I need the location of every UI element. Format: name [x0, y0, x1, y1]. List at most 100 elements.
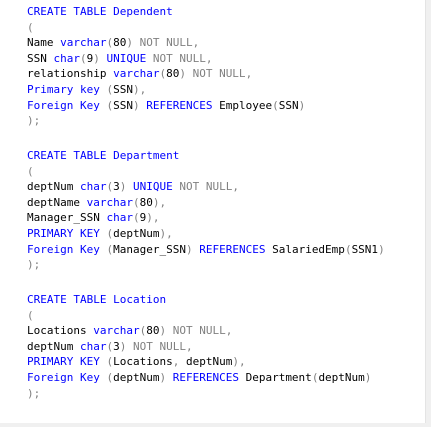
code-token: deptNum	[318, 370, 365, 384]
code-token: varchar	[113, 67, 160, 81]
code-line: (	[27, 164, 385, 180]
code-token: )	[126, 36, 133, 50]
vertical-scrollbar[interactable]	[425, 0, 431, 427]
code-line: CREATE TABLE Department	[27, 148, 385, 164]
code-token: char	[106, 211, 133, 225]
code-token: (	[106, 82, 114, 96]
code-token: )	[132, 98, 140, 112]
code-line: Locations varchar(80) NOT NULL,	[27, 323, 371, 339]
code-token: (	[106, 339, 114, 353]
code-token: ,	[139, 82, 147, 96]
code-token: )	[159, 324, 167, 338]
code-token: (	[132, 211, 140, 225]
code-token: (	[106, 180, 114, 194]
code-token: NOT NULL	[172, 180, 233, 194]
code-token: 80	[146, 324, 160, 338]
code-token: )	[378, 242, 385, 256]
code-token: ,	[192, 36, 200, 50]
code-token: Manager_SSN	[27, 211, 107, 225]
code-token: 3	[113, 180, 120, 194]
code-line: Foreign Key (deptNum) REFERENCES Departm…	[27, 370, 371, 386]
code-token: Primary key	[27, 82, 107, 96]
code-token: SalariedEmp	[272, 242, 345, 256]
code-token: UNIQUE	[99, 51, 147, 65]
code-token: CREATE TABLE	[27, 149, 114, 162]
code-token: )	[146, 211, 153, 225]
code-token: (	[272, 98, 279, 112]
code-token: Locations	[113, 355, 173, 369]
code-token: ,	[205, 51, 213, 65]
code-line: SSN char(9) UNIQUE NOT NULL,	[27, 51, 305, 67]
code-line: deptNum char(3) UNIQUE NOT NULL,	[27, 179, 385, 195]
code-token: varchar	[86, 195, 133, 209]
code-line: Manager_SSN char(9),	[27, 210, 385, 226]
code-token: (	[106, 98, 114, 112]
code-token: Location	[113, 293, 167, 306]
code-line: Foreign Key (Manager_SSN) REFERENCES Sal…	[27, 242, 385, 258]
code-token: relationship	[27, 67, 114, 81]
code-token: PRIMARY KEY	[27, 226, 107, 240]
code-token: )	[298, 98, 306, 112]
code-token: deptName	[27, 195, 87, 209]
code-token: 9	[86, 51, 94, 65]
code-token: )	[179, 67, 186, 81]
code-token: 9	[139, 211, 147, 225]
code-token: ,	[166, 226, 173, 240]
code-token: PRIMARY KEY	[27, 355, 107, 369]
create-table-location-statement: CREATE TABLE Location(Locations varchar(…	[27, 292, 371, 401]
code-token: (	[106, 370, 114, 384]
code-token: Foreign Key	[27, 370, 107, 384]
code-token: deptNum	[27, 180, 80, 194]
code-token: ,	[225, 324, 233, 338]
code-token: )	[159, 370, 167, 384]
code-token: 3	[113, 339, 120, 353]
code-token: 80	[139, 195, 153, 209]
code-line: );	[27, 113, 305, 129]
code-token: Employee	[219, 98, 273, 112]
code-line: deptNum char(3) NOT NULL,	[27, 339, 371, 355]
code-token: char	[79, 339, 107, 353]
code-token: ,	[159, 195, 167, 209]
code-token: (	[139, 324, 147, 338]
code-token: Dependent	[113, 5, 173, 18]
code-token: 80	[113, 36, 127, 50]
code-token: varchar	[93, 324, 140, 338]
code-token: (	[27, 20, 34, 34]
code-line: CREATE TABLE Dependent	[27, 4, 305, 20]
code-token: NOT NULL	[126, 339, 186, 353]
code-token: REFERENCES	[192, 242, 273, 256]
code-token: CREATE TABLE	[27, 5, 114, 18]
code-token: SSN1	[351, 242, 379, 256]
code-token: 80	[166, 67, 180, 81]
code-token: )	[232, 355, 239, 369]
code-token: Foreign Key	[27, 242, 107, 256]
code-token: NOT NULL	[166, 324, 226, 338]
code-token: )	[119, 339, 127, 353]
code-token: ,	[152, 211, 160, 225]
code-token: SSN	[113, 98, 133, 112]
code-token: NOT NULL	[132, 36, 193, 50]
code-token: deptNum	[113, 226, 160, 240]
code-token: )	[159, 226, 167, 240]
code-line: (	[27, 20, 305, 36]
code-line: Foreign Key (SSN) REFERENCES Employee(SS…	[27, 98, 305, 114]
code-token: REFERENCES	[166, 370, 246, 384]
code-token: UNIQUE	[126, 180, 173, 194]
horizontal-scrollbar[interactable]	[0, 423, 426, 427]
code-token: deptNum	[179, 355, 233, 369]
code-token: Name	[27, 36, 61, 50]
create-table-dependent-statement: CREATE TABLE Dependent(Name varchar(80) …	[27, 4, 305, 129]
code-line: Name varchar(80) NOT NULL,	[27, 35, 305, 51]
code-token: REFERENCES	[139, 98, 220, 112]
code-token: SSN	[113, 82, 133, 96]
code-token: )	[119, 180, 127, 194]
code-token: (	[132, 195, 140, 209]
code-token: (	[344, 242, 352, 256]
code-token: char	[79, 180, 107, 194]
code-line: Primary key (SSN),	[27, 82, 305, 98]
code-token: ,	[245, 67, 253, 81]
code-token: Locations	[27, 324, 94, 338]
code-token: NOT NULL	[146, 51, 206, 65]
code-token: NOT NULL	[185, 67, 246, 81]
